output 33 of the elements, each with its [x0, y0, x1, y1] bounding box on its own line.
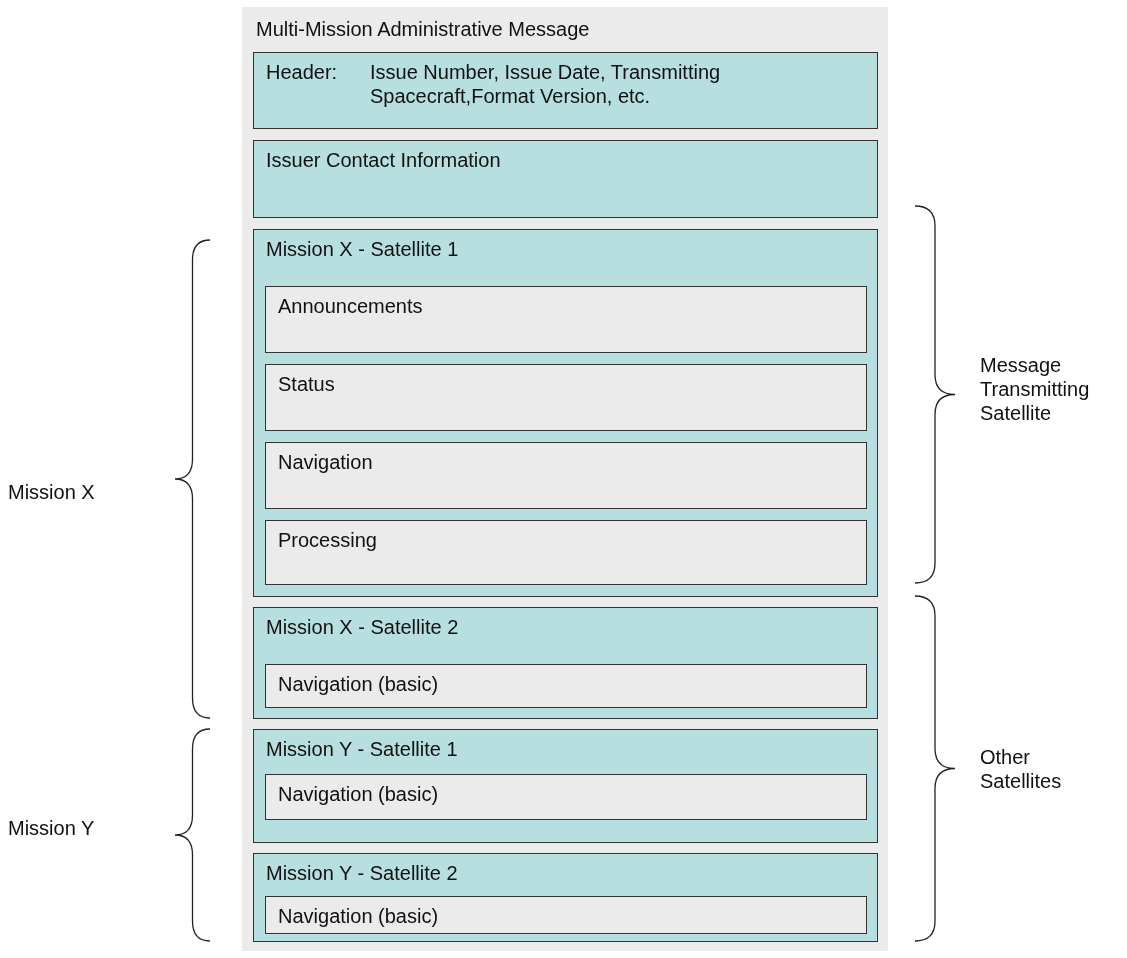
brace-label: Message Transmitting Satellite: [980, 353, 1091, 425]
section-title: Mission X - Satellite 2: [266, 615, 459, 639]
section-title: Mission Y - Satellite 2: [266, 861, 458, 885]
section-box: [253, 607, 878, 719]
section-title: Processing: [278, 528, 377, 552]
subsection-box: [265, 774, 867, 820]
subsection-box: [265, 364, 867, 431]
section-title: Header:: [266, 60, 338, 84]
section-title: Navigation: [278, 450, 373, 474]
message-panel: [242, 7, 888, 951]
subsection-box: [265, 286, 867, 353]
subsection-box: [265, 442, 867, 509]
section-description: Issue Number, Issue Date, Transmitting Spacecraft,Format Version, etc.: [370, 60, 722, 108]
subsection-box: [265, 520, 867, 585]
section-title: Navigation (basic): [278, 672, 439, 696]
section-title: Announcements: [278, 294, 423, 318]
subsection-box: [265, 896, 867, 934]
section-box: [253, 729, 878, 843]
section-title: Status: [278, 372, 335, 396]
section-box: [253, 140, 878, 218]
section-title: Mission X - Satellite 1: [266, 237, 459, 261]
section-title: Issuer Contact Information: [266, 148, 501, 172]
section-title: Navigation (basic): [278, 904, 439, 928]
brace-label: Mission X: [8, 480, 95, 504]
section-title: Navigation (basic): [278, 782, 439, 806]
brace-label: Mission Y: [8, 816, 95, 840]
subsection-box: [265, 664, 867, 708]
brace-label: Other Satellites: [980, 745, 1063, 793]
section-title: Mission Y - Satellite 1: [266, 737, 458, 761]
section-box: [253, 853, 878, 942]
section-box: [253, 52, 878, 129]
section-box: [253, 229, 878, 597]
section-title: Multi-Mission Administrative Message: [256, 17, 590, 41]
